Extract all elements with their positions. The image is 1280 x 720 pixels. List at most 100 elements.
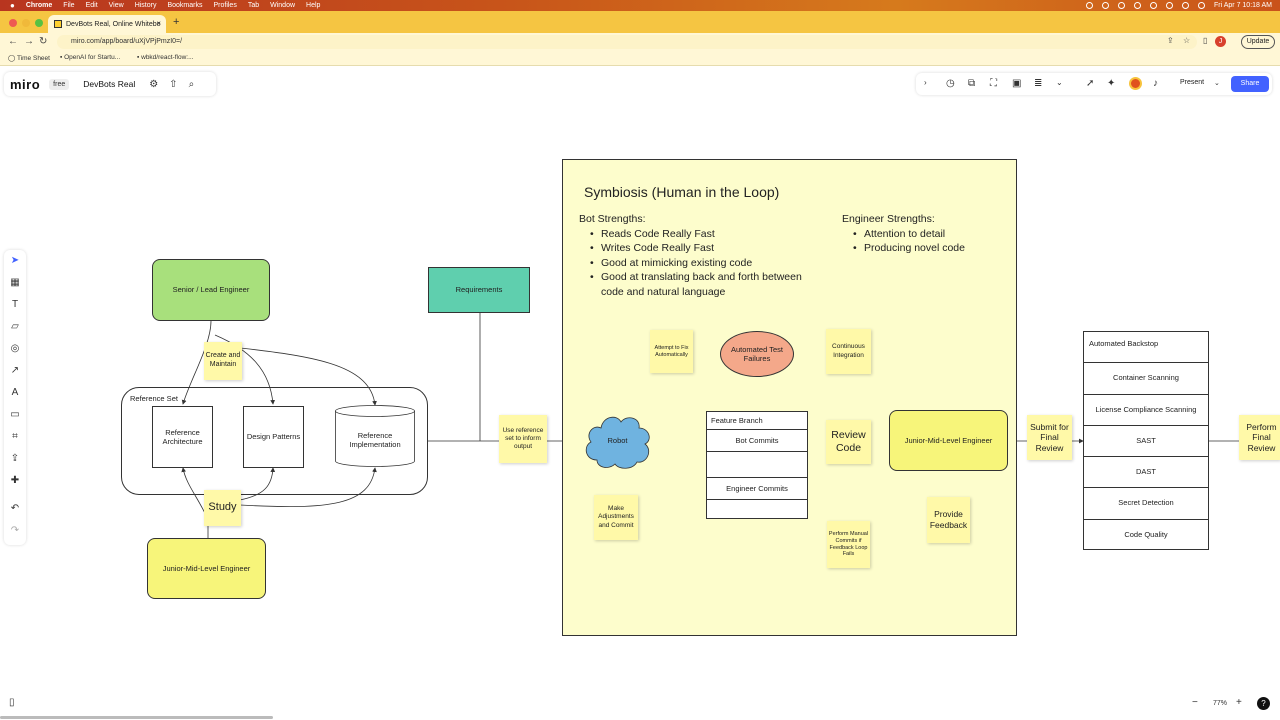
menu-edit[interactable]: Edit xyxy=(85,2,98,9)
share-button[interactable]: Share xyxy=(1231,76,1269,92)
feature-branch-box[interactable]: Feature Branch Bot Commits Engineer Comm… xyxy=(706,411,808,519)
board-canvas[interactable]: Reference Set Reference Architecture Des… xyxy=(0,66,1280,720)
close-tab-icon[interactable]: × xyxy=(156,19,161,28)
bookmark-react-flow[interactable]: ▪ wbkd/react-flow:... xyxy=(137,54,194,61)
celebrate-icon[interactable]: ✦ xyxy=(1107,78,1116,89)
control-center-icon[interactable] xyxy=(1198,2,1206,9)
present-button[interactable]: Present xyxy=(1180,79,1205,86)
present-dropdown-icon[interactable]: ⌄ xyxy=(1214,80,1220,87)
undo-icon[interactable]: ↶ xyxy=(10,503,20,514)
design-patterns-box[interactable]: Design Patterns xyxy=(243,406,304,468)
menu-window[interactable]: Window xyxy=(270,2,296,9)
menu-app-name[interactable]: Chrome xyxy=(25,2,53,9)
perform-manual-sticky[interactable]: Perform Manual Commits if Feedback Loop … xyxy=(827,521,870,568)
plan-badge[interactable]: free xyxy=(49,78,70,90)
wifi-icon[interactable] xyxy=(1166,2,1174,9)
apple-icon[interactable]: ● xyxy=(10,1,15,10)
bookmark-time-sheet[interactable]: ◯ Time Sheet xyxy=(8,55,50,62)
reference-set-container[interactable]: Reference Set xyxy=(121,387,428,495)
board-panel-icon[interactable]: ▯ xyxy=(9,697,15,708)
robot-cloud[interactable]: Robot xyxy=(581,410,654,472)
collaborator-avatar[interactable] xyxy=(1129,77,1142,90)
automated-backstop-list[interactable]: Automated Backstop Container Scanning Li… xyxy=(1083,331,1209,550)
templates-icon[interactable]: ▦ xyxy=(10,277,20,288)
menu-history[interactable]: History xyxy=(134,2,157,9)
menu-help[interactable]: Help xyxy=(306,2,321,9)
bluetooth-icon[interactable] xyxy=(1134,2,1142,9)
pen-icon[interactable]: A xyxy=(11,387,19,398)
chevron-right-icon[interactable]: › xyxy=(924,78,927,87)
create-maintain-sticky[interactable]: Create and Maintain xyxy=(204,342,242,380)
make-adjustments-sticky[interactable]: Make Adjustments and Commit xyxy=(594,495,638,540)
update-button[interactable]: Update xyxy=(1241,35,1275,49)
zoom-level[interactable]: 77% xyxy=(1213,700,1228,707)
sidebar-icon[interactable]: ▯ xyxy=(1203,36,1208,45)
senior-engineer-box[interactable]: Senior / Lead Engineer xyxy=(152,259,270,321)
notifications-bell-icon[interactable]: ♪ xyxy=(1153,78,1158,89)
browser-tab[interactable]: DevBots Real, Online Whitebo × xyxy=(48,15,166,33)
zoom-out-icon[interactable]: − xyxy=(1192,697,1198,708)
requirements-box[interactable]: Requirements xyxy=(428,267,530,313)
voting-icon[interactable]: ▣ xyxy=(1012,78,1022,89)
profile-avatar[interactable]: J xyxy=(1215,36,1226,47)
reference-architecture-box[interactable]: Reference Architecture xyxy=(152,406,213,468)
miro-logo[interactable]: miro xyxy=(10,76,41,92)
status-icon[interactable] xyxy=(1118,2,1126,9)
record-icon[interactable] xyxy=(1086,2,1094,9)
new-tab-icon[interactable]: + xyxy=(173,16,180,28)
attempt-fix-sticky[interactable]: Attempt to Fix Automatically xyxy=(650,330,693,373)
continuous-integration-sticky[interactable]: Continuous Integration xyxy=(826,329,871,374)
perform-final-review-sticky[interactable]: Perform Final Review xyxy=(1239,415,1280,460)
upload-icon[interactable]: ⇪ xyxy=(10,453,20,464)
reactions-icon[interactable]: ➚ xyxy=(1086,78,1095,89)
menu-profiles[interactable]: Profiles xyxy=(213,2,237,9)
sticky-note-icon[interactable]: ▱ xyxy=(11,321,19,332)
forward-icon[interactable]: → xyxy=(24,36,34,47)
comment-icon[interactable]: ▭ xyxy=(10,409,20,420)
use-reference-sticky[interactable]: Use reference set to inform output xyxy=(499,415,547,463)
junior-engineer-left-box[interactable]: Junior-Mid-Level Engineer xyxy=(147,538,266,599)
connector-line-icon[interactable]: ↗ xyxy=(10,365,20,376)
submit-review-sticky[interactable]: Submit for Final Review xyxy=(1027,415,1072,460)
url-input[interactable]: miro.com/app/board/uXjVPjPmzI0=/ xyxy=(57,35,1197,49)
shapes-icon[interactable]: ◎ xyxy=(10,343,20,354)
board-name[interactable]: DevBots Real xyxy=(83,79,136,89)
minimize-window-button[interactable] xyxy=(22,19,30,27)
study-sticky[interactable]: Study xyxy=(204,490,241,526)
cloud-icon[interactable] xyxy=(1102,2,1110,9)
search-icon[interactable]: ⌕ xyxy=(188,78,195,90)
menu-file[interactable]: File xyxy=(63,2,75,9)
more-apps-icon[interactable]: ✚ xyxy=(10,475,20,486)
frame-icon[interactable]: ⌗ xyxy=(12,431,18,442)
help-button[interactable]: ? xyxy=(1257,697,1270,710)
close-window-button[interactable] xyxy=(9,19,17,27)
junior-engineer-right-box[interactable]: Junior-Mid-Level Engineer xyxy=(889,410,1008,471)
bookmark-star-icon[interactable]: ☆ xyxy=(1183,36,1191,45)
bookmark-openai[interactable]: ▪ OpenAI for Startu... xyxy=(60,54,121,61)
export-icon[interactable]: ⇧ xyxy=(169,78,178,90)
zoom-window-button[interactable] xyxy=(35,19,43,27)
reload-icon[interactable]: ↻ xyxy=(39,36,48,47)
redo-icon[interactable]: ↷ xyxy=(10,525,20,536)
provide-feedback-sticky[interactable]: Provide Feedback xyxy=(927,497,970,543)
review-code-sticky[interactable]: Review Code xyxy=(826,420,871,464)
automated-test-failures-ellipse[interactable]: Automated Test Failures xyxy=(720,331,794,377)
reference-implementation-cylinder[interactable]: Reference Implementation xyxy=(335,405,415,467)
battery-icon[interactable] xyxy=(1150,2,1158,9)
menu-view[interactable]: View xyxy=(108,2,124,9)
back-icon[interactable]: ← xyxy=(8,36,18,47)
text-tool-icon[interactable]: T xyxy=(11,299,19,310)
menu-tab[interactable]: Tab xyxy=(247,2,260,9)
screen-share-icon[interactable]: ⧉ xyxy=(968,78,976,89)
timer-icon[interactable]: ◷ xyxy=(946,78,955,89)
notes-icon[interactable]: ≣ xyxy=(1034,78,1043,89)
horizontal-scrollbar[interactable] xyxy=(0,716,273,719)
zoom-in-icon[interactable]: + xyxy=(1236,697,1242,708)
menu-bookmarks[interactable]: Bookmarks xyxy=(167,2,203,9)
select-cursor-icon[interactable]: ➤ xyxy=(10,255,20,266)
search-icon[interactable] xyxy=(1182,2,1190,9)
settings-gear-icon[interactable]: ⚙ xyxy=(149,78,159,90)
focus-icon[interactable]: ⛶ xyxy=(990,78,997,89)
share-page-icon[interactable]: ⇪ xyxy=(1167,36,1174,45)
more-tools-icon[interactable]: ⌄ xyxy=(1056,78,1063,87)
